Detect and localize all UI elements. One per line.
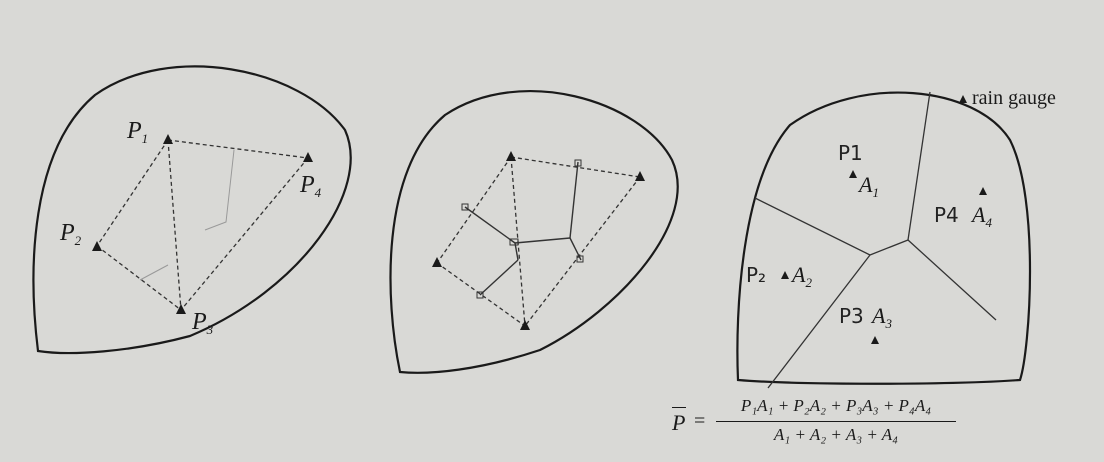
- legend-label: rain gauge: [972, 87, 1056, 109]
- formula-lhs: P: [672, 407, 686, 436]
- gauge-a3-marker: [871, 336, 879, 344]
- area-label-a4: A4: [970, 202, 992, 230]
- thiessen-boundaries: [754, 91, 997, 389]
- catchment-outline-1: [32, 65, 352, 355]
- legend: rain gauge: [959, 87, 1056, 109]
- catchment-panel-3: P1 P4 P₂ P3 A1 A4 A2 A3: [736, 91, 1032, 389]
- thiessen-formula: P = P₁A₁ + P₂A₂ + P₃A₃ + P₄A₄ A₁ + A₂ + …: [672, 396, 962, 452]
- gauge-p4-marker: [303, 152, 313, 162]
- gauge-label-p3: P3: [191, 309, 214, 337]
- connecting-lines-1: [96, 139, 309, 311]
- catchment-outline-2: [389, 90, 679, 374]
- gauge-label-p2: P2: [59, 220, 82, 248]
- area-label-a2: A2: [790, 262, 812, 290]
- handwritten-p4: P4: [934, 203, 959, 227]
- rain-gauge-legend-icon: [959, 95, 967, 103]
- gauge-p1-marker: [163, 134, 173, 144]
- gauge-a2-marker: [781, 271, 789, 279]
- gauge-label-p1: P1: [126, 118, 148, 146]
- formula-numerator: P₁A₁ + P₂A₂ + P₃A₃ + P₄A₄: [740, 396, 932, 415]
- catchment-outline-3: [736, 91, 1032, 385]
- handwritten-p1: P1: [838, 141, 863, 165]
- bisector-lines-1: [139, 149, 235, 281]
- formula-fraction-bar: [716, 421, 956, 422]
- gauge-marker-2c: [432, 257, 442, 267]
- catchment-panel-1: P1 P4 P2 P3: [32, 65, 352, 355]
- handwritten-p2: P₂: [746, 263, 766, 287]
- gauge-a1-marker: [849, 170, 857, 178]
- area-label-a3: A3: [870, 303, 892, 331]
- gauge-marker-2a: [506, 151, 516, 161]
- right-angle-marks-2: [461, 159, 584, 299]
- connecting-lines-2: [436, 156, 641, 327]
- formula-denominator: A₁ + A₂ + A₃ + A₄: [773, 425, 899, 444]
- area-label-a1: A1: [857, 172, 879, 200]
- gauge-p2-marker: [92, 241, 102, 251]
- handwritten-p3: P3: [839, 304, 864, 328]
- gauge-label-p4: P4: [299, 172, 322, 200]
- catchment-panel-2: [389, 90, 679, 374]
- bisector-lines-2: [464, 161, 582, 296]
- gauge-a4-marker: [979, 187, 987, 195]
- formula-equals: =: [694, 410, 706, 432]
